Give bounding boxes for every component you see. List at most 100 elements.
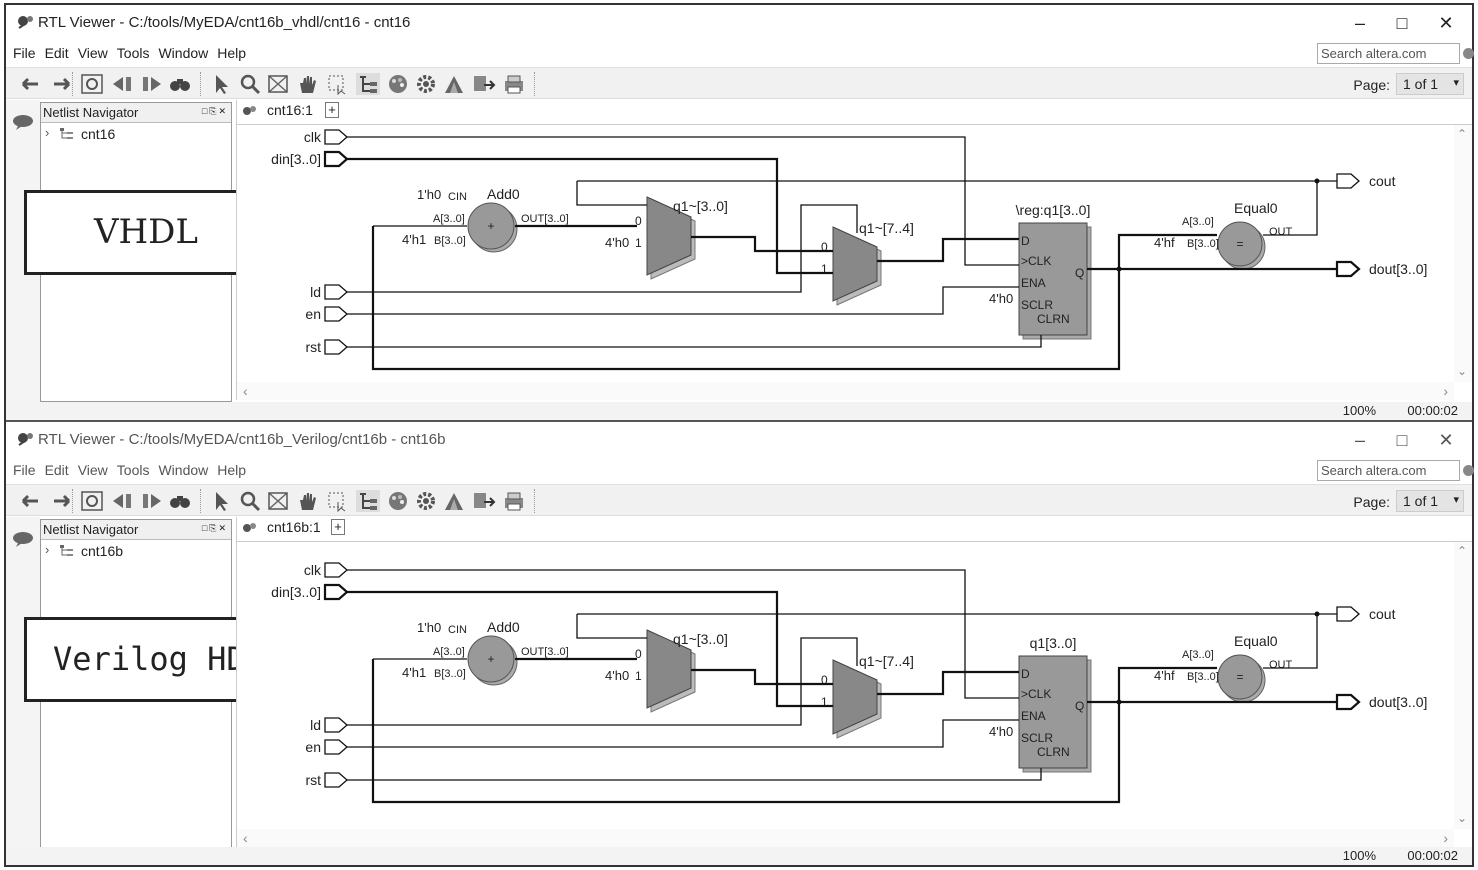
panel-controls-icon[interactable]: □⎘✕	[201, 106, 228, 116]
search-input[interactable]: Search altera.com	[1317, 460, 1460, 481]
hand-icon[interactable]	[296, 73, 320, 95]
panel-controls-icon[interactable]: □⎘✕	[201, 523, 228, 533]
scroll-down-icon[interactable]: ⌄	[1457, 811, 1468, 825]
menu-tools[interactable]: Tools	[116, 45, 150, 61]
marquee-icon[interactable]	[326, 73, 350, 95]
refresh-icon[interactable]	[80, 490, 104, 512]
scroll-left-icon[interactable]: ‹	[243, 830, 248, 846]
menu-edit[interactable]: Edit	[44, 45, 69, 61]
page-select[interactable]: 1 of 1▾	[1396, 490, 1464, 512]
mux2-in1: 1	[821, 695, 828, 709]
rtl-viewer-window-vhdl: RTL Viewer - C:/tools/MyEDA/cnt16b_vhdl/…	[6, 5, 1474, 420]
add-tab-button[interactable]: +	[331, 519, 345, 535]
tree-item-cnt16[interactable]: › cnt16	[41, 123, 231, 145]
maximize-icon[interactable]: □	[1396, 430, 1408, 450]
menu-help[interactable]: Help	[217, 462, 247, 478]
register-name: \reg:q1[3..0]	[1016, 202, 1091, 218]
export-icon[interactable]	[472, 490, 496, 512]
back-icon[interactable]	[20, 490, 44, 512]
filter-icon[interactable]	[442, 73, 466, 95]
mux1-in0: 0	[635, 214, 642, 228]
print-icon[interactable]	[502, 73, 526, 95]
settings-icon[interactable]	[414, 490, 438, 512]
scroll-down-icon[interactable]: ⌄	[1457, 364, 1468, 378]
search-input[interactable]: Search altera.com	[1317, 43, 1460, 64]
menu-file[interactable]: File	[13, 462, 36, 478]
rtl-schematic: clkdin[3..0]ldenrstcoutdout[3..0]+Add01'…	[271, 129, 1427, 371]
add-tab-button[interactable]: +	[325, 102, 339, 118]
select-icon[interactable]	[210, 73, 234, 95]
wire	[1263, 180, 1337, 236]
wire	[576, 181, 647, 206]
vertical-scrollbar[interactable]: ⌃⌄	[1454, 542, 1472, 829]
input-pin-ld	[324, 284, 348, 300]
menu-view[interactable]: View	[77, 45, 108, 61]
minimize-icon[interactable]: –	[1354, 13, 1365, 33]
language-label-box: VHDL	[24, 190, 268, 275]
export-icon[interactable]	[472, 73, 496, 95]
toolbar-separator	[534, 72, 536, 96]
fit-icon[interactable]	[266, 73, 290, 95]
menu-edit[interactable]: Edit	[44, 462, 69, 478]
palette-icon[interactable]	[386, 490, 410, 512]
menu-window[interactable]: Window	[158, 45, 209, 61]
language-label-box: Verilog HDL	[24, 617, 294, 702]
horizontal-scrollbar[interactable]: ‹›	[237, 382, 1454, 400]
close-icon[interactable]: ✕	[1438, 13, 1454, 33]
hierarchy-icon[interactable]	[356, 73, 380, 95]
minimize-icon[interactable]: –	[1354, 430, 1365, 450]
step-forward-icon[interactable]	[140, 490, 164, 512]
step-back-icon[interactable]	[110, 490, 134, 512]
zoom-icon[interactable]	[238, 490, 262, 512]
tree-item-cnt16b[interactable]: › cnt16b	[41, 540, 231, 562]
scroll-up-icon[interactable]: ⌃	[1457, 544, 1468, 558]
mux1-name: q1~[3..0]	[673, 198, 728, 214]
back-icon[interactable]	[20, 73, 44, 95]
refresh-icon[interactable]	[80, 73, 104, 95]
binoculars-icon[interactable]	[168, 490, 192, 512]
search-go-icon[interactable]	[1463, 48, 1474, 59]
menu-file[interactable]: File	[13, 45, 36, 61]
wire	[347, 768, 1042, 781]
forward-icon[interactable]	[48, 73, 72, 95]
scroll-right-icon[interactable]: ›	[1443, 830, 1448, 846]
zoom-icon[interactable]	[238, 73, 262, 95]
forward-icon[interactable]	[48, 490, 72, 512]
binoculars-icon[interactable]	[168, 73, 192, 95]
filter-icon[interactable]	[442, 490, 466, 512]
scroll-left-icon[interactable]: ‹	[243, 383, 248, 399]
comparator-b-const: 4'hf	[1154, 668, 1175, 683]
chevron-right-icon[interactable]: ›	[45, 542, 50, 557]
messages-balloon-icon[interactable]	[12, 531, 34, 547]
comparator-out-port: OUT	[1269, 226, 1293, 238]
messages-balloon-icon[interactable]	[12, 114, 34, 130]
palette-icon[interactable]	[386, 73, 410, 95]
menu-tools[interactable]: Tools	[116, 462, 150, 478]
menu-window[interactable]: Window	[158, 462, 209, 478]
vertical-scrollbar[interactable]: ⌃⌄	[1454, 125, 1472, 382]
adder-name: Add0	[487, 619, 520, 635]
close-icon[interactable]: ✕	[1438, 430, 1454, 450]
select-icon[interactable]	[210, 490, 234, 512]
menu-help[interactable]: Help	[217, 45, 247, 61]
comparator-body	[1217, 654, 1263, 700]
hand-icon[interactable]	[296, 490, 320, 512]
step-back-icon[interactable]	[110, 73, 134, 95]
scroll-right-icon[interactable]: ›	[1443, 383, 1448, 399]
step-forward-icon[interactable]	[140, 73, 164, 95]
hierarchy-icon[interactable]	[356, 490, 380, 512]
page-select[interactable]: 1 of 1▾	[1396, 73, 1464, 95]
search-go-icon[interactable]	[1463, 465, 1474, 476]
fit-icon[interactable]	[266, 490, 290, 512]
maximize-icon[interactable]: □	[1396, 13, 1408, 33]
print-icon[interactable]	[502, 490, 526, 512]
window-title: RTL Viewer - C:/tools/MyEDA/cnt16b_vhdl/…	[38, 14, 411, 31]
scroll-up-icon[interactable]: ⌃	[1457, 127, 1468, 141]
settings-icon[interactable]	[414, 73, 438, 95]
horizontal-scrollbar[interactable]: ‹›	[237, 829, 1454, 847]
chevron-right-icon[interactable]: ›	[45, 125, 50, 140]
menu-view[interactable]: View	[77, 462, 108, 478]
marquee-icon[interactable]	[326, 490, 350, 512]
